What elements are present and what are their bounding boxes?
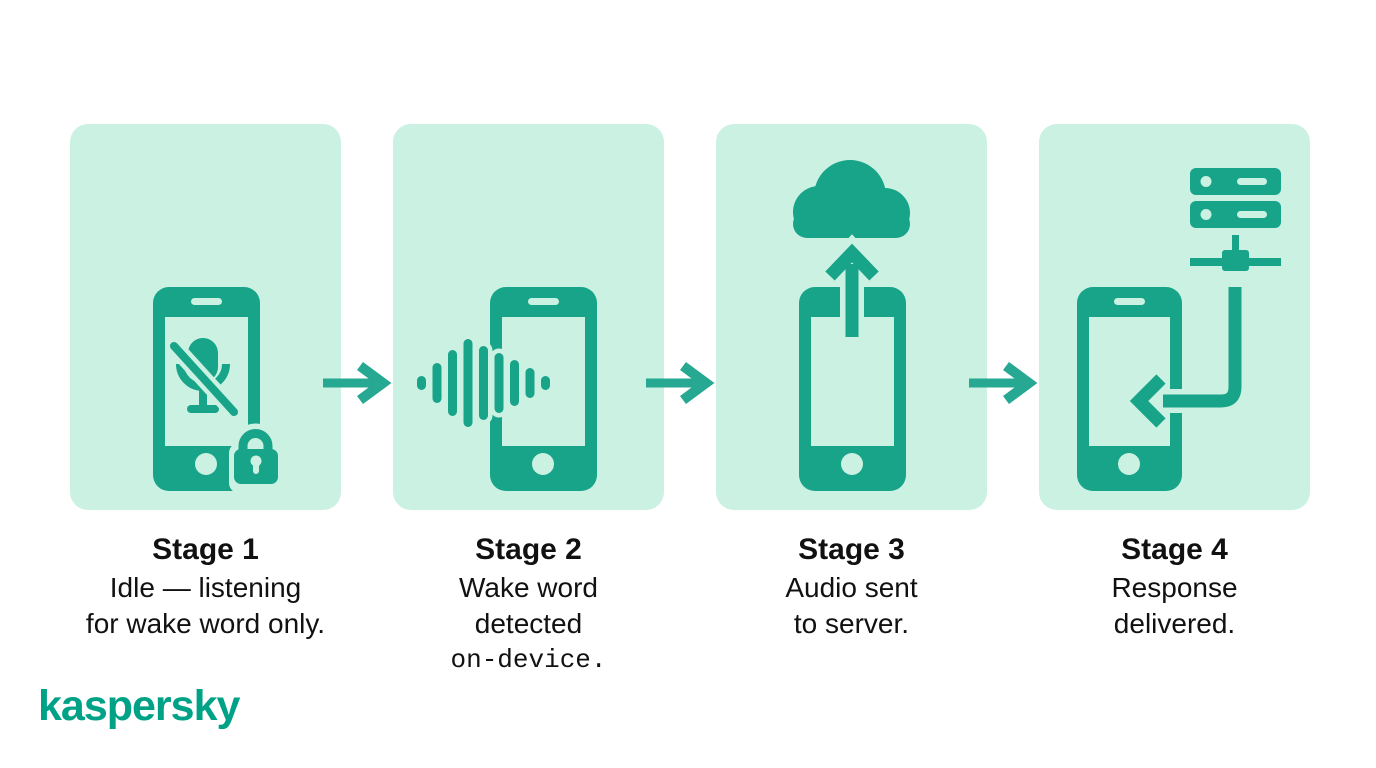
stage-title: Stage 2 xyxy=(475,533,582,566)
stage-column-4: Stage 4 Response delivered. xyxy=(1039,124,1310,678)
stage-column-1: Stage 1 Idle — listening for wake word o… xyxy=(70,124,341,678)
stage-title: Stage 1 xyxy=(152,533,259,566)
stage-caption: Stage 3 Audio sent to server. xyxy=(716,530,987,642)
phone-wake-word-waveform-icon xyxy=(412,287,597,491)
stage-card-2 xyxy=(393,124,664,510)
caption-line: delivered. xyxy=(1113,608,1236,639)
stage-card-1 xyxy=(70,124,341,510)
server-icon xyxy=(1190,168,1281,271)
flow-arrow-right-icon xyxy=(323,361,392,405)
caption-line: Audio sent xyxy=(785,572,918,603)
caption-line: Wake word xyxy=(458,572,598,603)
stages-row: Stage 1 Idle — listening for wake word o… xyxy=(70,124,1310,678)
stage-column-3: Stage 3 Audio sent to server. xyxy=(716,124,987,678)
stage-title: Stage 3 xyxy=(798,533,905,566)
stage-card-3 xyxy=(716,124,987,510)
stage-caption: Stage 4 Response delivered. xyxy=(1039,530,1310,642)
caption-line: Idle — listening xyxy=(109,572,302,603)
flow-arrow-right-icon xyxy=(646,361,715,405)
server-response-to-phone-icon xyxy=(1077,168,1281,491)
stage-title: Stage 4 xyxy=(1121,533,1228,566)
caption-line: detected xyxy=(474,608,583,639)
stage-caption: Stage 1 Idle — listening for wake word o… xyxy=(70,530,341,642)
phone-muted-mic-lock-icon xyxy=(153,287,283,493)
flow-arrow-right-icon xyxy=(969,361,1038,405)
stage-column-2: Stage 2 Wake word detected on-device. xyxy=(393,124,664,678)
caption-line: for wake word only. xyxy=(85,608,326,639)
caption-line: to server. xyxy=(793,608,910,639)
kaspersky-logo: kaspersky xyxy=(38,682,240,730)
cloud-icon xyxy=(793,160,910,238)
caption-line: Response xyxy=(1111,572,1238,603)
caption-line-monospace: on-device. xyxy=(450,645,607,675)
stage-caption: Stage 2 Wake word detected on-device. xyxy=(393,530,664,678)
stage-card-4 xyxy=(1039,124,1310,510)
phone-upload-to-cloud-icon xyxy=(793,160,910,491)
